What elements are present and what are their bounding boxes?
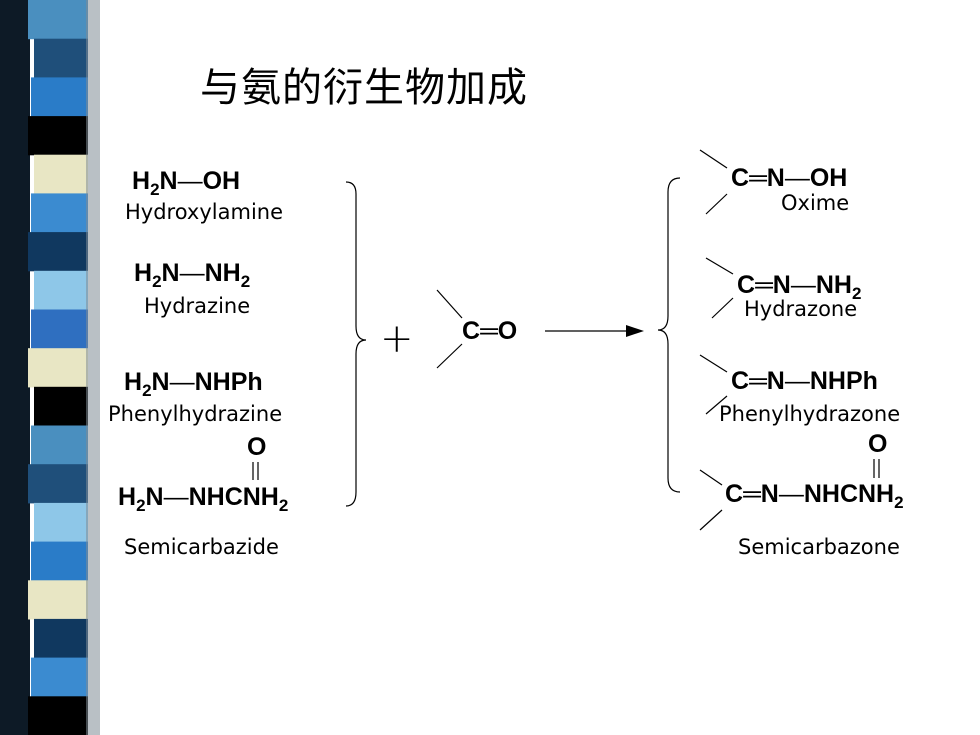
plus-sign: + (380, 316, 414, 362)
stripe-segment (34, 154, 88, 194)
decorative-stripe-bar (0, 0, 100, 735)
reagent-name-hydroxylamine: Hydroxylamine (125, 200, 283, 224)
stripe-segment (31, 309, 88, 349)
stripe-segment (34, 502, 88, 543)
svg-text:H2N—NH2: H2N—NH2 (134, 259, 250, 291)
reaction-arrow (545, 325, 644, 337)
stripe-shadow-edge (0, 0, 30, 735)
reagents-brace (345, 181, 367, 507)
reagent-hydrazine: H2N—NH2 Hydrazine (134, 259, 250, 318)
product-name-semicarbazone: Semicarbazone (738, 535, 900, 559)
stripe-segment (28, 0, 88, 40)
stripe-segment (34, 38, 88, 78)
stripe-segment (28, 464, 88, 504)
stripe-segment (28, 696, 88, 735)
svg-text:C═N—OH: C═N—OH (731, 164, 847, 192)
stripe-segment (28, 580, 88, 620)
svg-text:C═N—NHPh: C═N—NHPh (731, 367, 878, 395)
stripe-segment (28, 348, 88, 388)
stripe-segment (31, 541, 88, 581)
stripe-segment (31, 77, 88, 117)
product-oxime: C═N—OH Oxime (699, 149, 849, 215)
slide-title: 与氨的衍生物加成 (200, 65, 528, 111)
stripe-segment (34, 618, 88, 659)
products-brace (657, 177, 681, 493)
stripe-segment (31, 657, 88, 697)
svg-text:C═N—NHCNH2: C═N—NHCNH2 (725, 480, 904, 512)
product-hydrazone: C═N—NH2 Hydrazone (705, 257, 861, 321)
carbonyl-oxygen: O (247, 433, 266, 461)
carbonyl-group: C═O (436, 289, 517, 369)
svg-text:H2N—OH: H2N—OH (132, 167, 240, 199)
stripe-highlight (86, 0, 100, 735)
product-semicarbazone: O C═N—NHCNH2 Semicarbazone (699, 430, 904, 559)
stripe-segment (28, 232, 88, 272)
svg-text:H2N—NHCNH2: H2N—NHCNH2 (118, 483, 288, 515)
reagent-hydroxylamine: H2N—OH Hydroxylamine (125, 167, 283, 224)
svg-text:H2N—NHPh: H2N—NHPh (124, 368, 263, 400)
reagent-phenylhydrazine: H2N—NHPh Phenylhydrazine (108, 368, 282, 426)
stripe-segment (31, 193, 88, 233)
reagent-name-phenylhydrazine: Phenylhydrazine (108, 402, 282, 426)
product-name-phenylhydrazone: Phenylhydrazone (719, 402, 900, 426)
stripe-segment (34, 270, 88, 310)
reagent-name-semicarbazide: Semicarbazide (124, 535, 279, 559)
carbonyl-oxygen: O (868, 430, 887, 458)
product-name-oxime: Oxime (781, 191, 849, 215)
product-phenylhydrazone: C═N—NHPh Phenylhydrazone (699, 354, 900, 426)
svg-text:C═N—NH2: C═N—NH2 (737, 271, 861, 303)
stripe-segment (28, 116, 88, 156)
stripe-segment (31, 425, 88, 465)
product-name-hydrazone: Hydrazone (744, 297, 857, 321)
reagent-name-hydrazine: Hydrazine (144, 294, 250, 318)
svg-text:C═O: C═O (462, 317, 517, 345)
stripe-segment (34, 386, 88, 426)
reagent-semicarbazide: O H2N—NHCNH2 Semicarbazide (118, 433, 288, 559)
